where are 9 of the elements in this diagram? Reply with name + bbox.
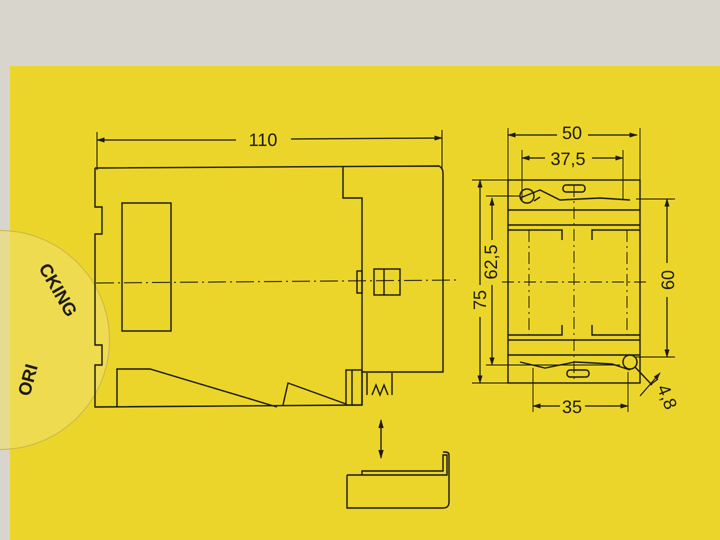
sticker-text: ORI (14, 361, 42, 399)
dimension-value: 75 (471, 288, 489, 312)
dimension-value: 50 (560, 124, 584, 142)
dimension-value: 37,5 (549, 150, 587, 168)
dimension-value: 60 (659, 268, 677, 292)
dimension-value: 4,8 (654, 381, 680, 413)
dimension-value: 62,5 (482, 243, 500, 281)
dimension-value: 35 (560, 398, 584, 416)
dimension-value: 110 (248, 131, 278, 149)
